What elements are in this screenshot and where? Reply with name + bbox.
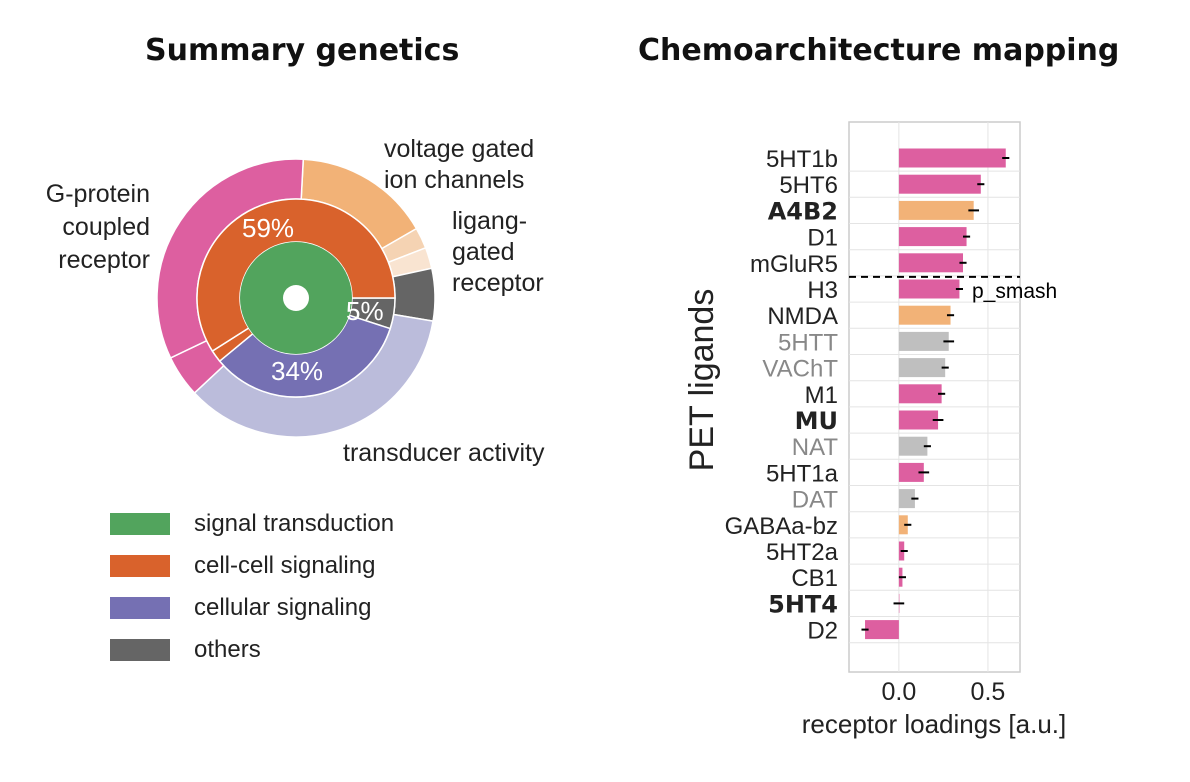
y-tick-label: MU — [795, 407, 838, 435]
bar-title: Chemoarchitecture mapping — [638, 33, 1120, 68]
donut-hole — [283, 285, 309, 311]
bar — [898, 331, 949, 351]
y-tick-label: CB1 — [791, 565, 838, 592]
pct-label: 59% — [242, 213, 294, 243]
bar — [898, 410, 939, 430]
legend-swatch — [110, 513, 170, 535]
bar — [898, 436, 928, 456]
y-tick-label: D1 — [807, 225, 838, 252]
bar — [898, 148, 1006, 168]
bar — [898, 305, 951, 325]
x-axis-label: receptor loadings [a.u.] — [802, 709, 1067, 739]
legend-label: others — [194, 636, 261, 663]
bar — [898, 200, 974, 220]
y-tick-label: DAT — [792, 487, 839, 514]
legend-item: others — [110, 629, 394, 671]
y-tick-label: 5HT6 — [779, 172, 838, 199]
bar — [898, 279, 960, 299]
y-tick-label: 5HT1a — [766, 460, 839, 487]
bar — [898, 489, 915, 509]
y-tick-label: A4B2 — [768, 197, 838, 225]
y-tick-label: VAChT — [762, 356, 838, 383]
slice-label: ligang- — [452, 207, 527, 235]
y-tick-label: 5HTT — [778, 329, 838, 356]
pct-label: 5% — [346, 296, 384, 326]
legend-label: cell-cell signaling — [194, 552, 376, 579]
legend-swatch — [110, 639, 170, 661]
y-tick-label: NMDA — [767, 303, 838, 330]
x-tick-label: 0.0 — [881, 678, 916, 706]
slice-label: gated — [452, 238, 515, 266]
slice-label: transducer activity — [343, 439, 545, 467]
legend-item: signal transduction — [110, 503, 394, 545]
bar — [865, 620, 899, 640]
legend-label: signal transduction — [194, 510, 395, 537]
slice-label: ion channels — [384, 166, 524, 194]
bar — [898, 515, 908, 535]
legend-swatch — [110, 597, 170, 619]
bar — [898, 174, 981, 194]
y-tick-label: 5HT4 — [768, 590, 838, 618]
slice-label: voltage gated — [384, 135, 534, 163]
legend-item: cell-cell signaling — [110, 545, 394, 587]
legend-item: cellular signaling — [110, 587, 394, 629]
y-tick-label: 5HT1b — [766, 146, 838, 173]
slice-label: receptor — [452, 269, 544, 297]
threshold-label: p_smash — [972, 280, 1057, 303]
y-tick-label: 5HT2a — [766, 539, 839, 566]
slice-label: G-protein — [46, 180, 150, 208]
slice-label: receptor — [58, 246, 150, 274]
legend-label: cellular signaling — [194, 594, 372, 621]
bar — [898, 253, 963, 273]
bar — [898, 358, 946, 378]
y-tick-label: D2 — [807, 618, 838, 645]
bar — [898, 384, 942, 404]
legend-swatch — [110, 555, 170, 577]
outer-ring-slice — [391, 267, 436, 323]
x-tick-label: 0.5 — [971, 678, 1006, 706]
pie-legend: signal transduction cell-cell signaling … — [110, 503, 394, 671]
y-axis-label: PET ligands — [683, 289, 721, 472]
y-tick-label: mGluR5 — [750, 251, 838, 278]
bar — [898, 462, 924, 482]
bar — [898, 227, 967, 247]
y-tick-label: NAT — [792, 434, 839, 461]
y-tick-label: H3 — [807, 277, 838, 304]
pie-title: Summary genetics — [145, 33, 460, 68]
y-tick-label: M1 — [805, 382, 838, 409]
slice-label: coupled — [62, 213, 150, 241]
y-tick-label: GABAa-bz — [725, 513, 838, 540]
pct-label: 34% — [271, 356, 323, 386]
